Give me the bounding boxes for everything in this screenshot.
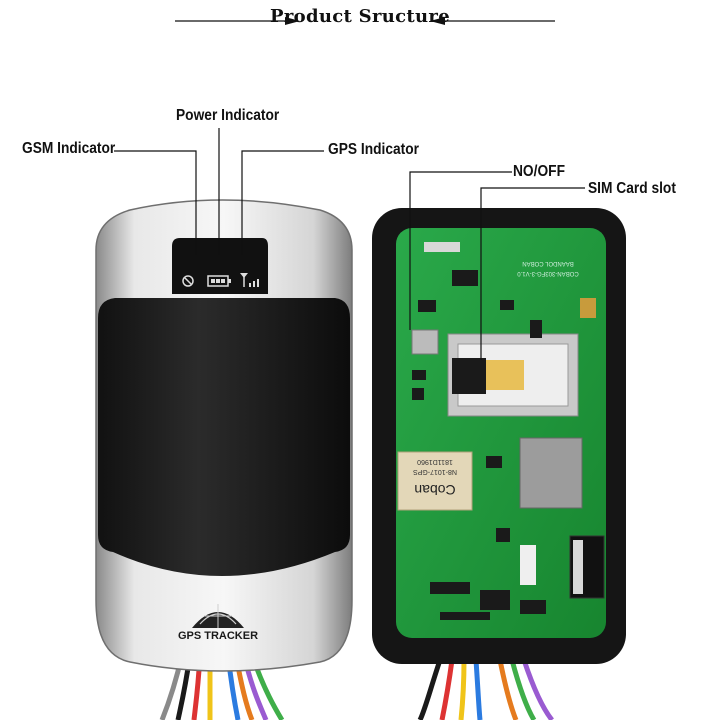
gsm-chip (519, 437, 583, 509)
gsm-led-icon (182, 275, 194, 287)
pcb-board (396, 228, 606, 638)
page-title: Product Sructure (270, 6, 450, 27)
gps-module: 1811D1960 N8-1017-GPS Coban (397, 451, 473, 511)
pcb-silkscreen: COBAN-303FG-3-V1.0 BAANDOL COBAN (517, 260, 579, 276)
tracker-device-open: 1811D1960 N8-1017-GPS Coban (372, 208, 626, 720)
svg-text:BAANDOL COBAN: BAANDOL COBAN (522, 260, 573, 266)
capacitor (569, 535, 605, 599)
svg-text:COBAN-303FG-3-V1.0: COBAN-303FG-3-V1.0 (517, 270, 579, 276)
gps-tracker-logo-text: GPS TRACKER (177, 630, 259, 642)
wire-bundle-right (417, 659, 554, 720)
sim-leader-line (480, 187, 585, 360)
pcb-components (412, 242, 546, 620)
on-off-label: NO/OFF (513, 163, 565, 180)
svg-text:Coban: Coban (414, 482, 455, 498)
on-off-leader-line (409, 171, 512, 330)
tracker-device-closed (95, 199, 353, 720)
callout-lines (114, 128, 585, 360)
gold-pad (580, 298, 596, 318)
svg-text:1811D1960: 1811D1960 (417, 458, 453, 465)
sim-card-slot (447, 333, 579, 417)
svg-text:N8-1017-GPS: N8-1017-GPS (413, 468, 457, 475)
power-indicator-label: Power Indicator (176, 107, 280, 124)
battery-led-icon (207, 275, 231, 287)
power-switch (411, 329, 439, 355)
gsm-indicator-label: GSM Indicator (22, 140, 116, 157)
signal-led-icon (240, 273, 259, 287)
black-panel (98, 298, 350, 576)
globe-logo (192, 604, 244, 628)
gps-indicator-label: GPS Indicator (328, 141, 419, 158)
gsm-leader-line (114, 150, 197, 255)
title-decoration (175, 17, 555, 25)
sim-card-slot-label: SIM Card slot (588, 180, 676, 197)
gps-leader-line (241, 150, 324, 255)
